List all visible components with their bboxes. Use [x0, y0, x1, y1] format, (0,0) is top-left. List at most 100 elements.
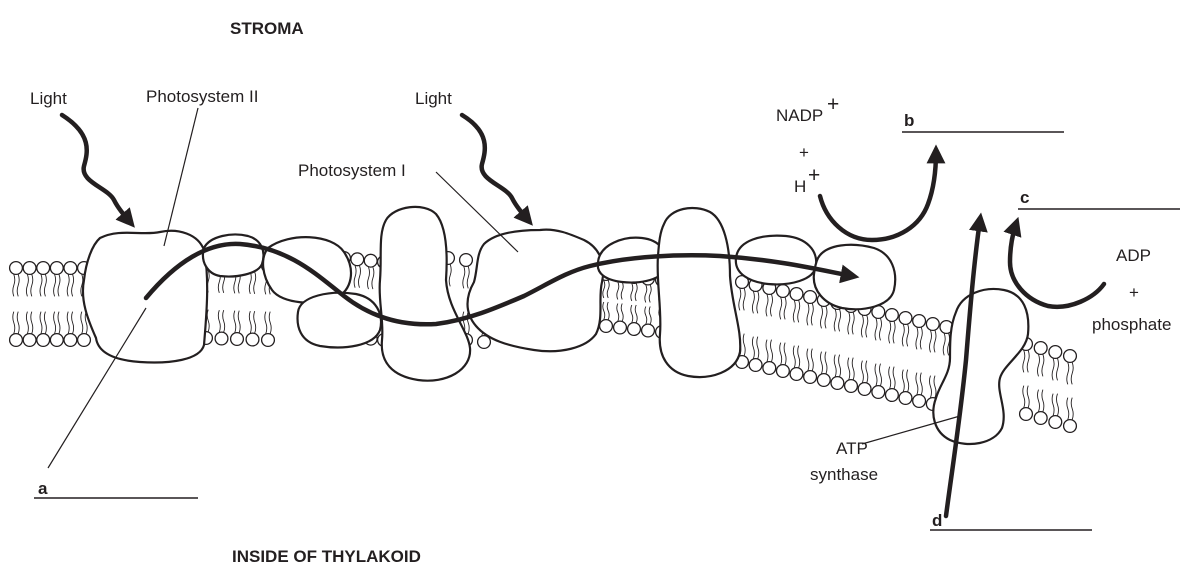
light-arrow-right: [462, 115, 528, 220]
nadp-reductase[interactable]: [658, 208, 741, 377]
lipid-tail: [72, 274, 74, 296]
lipid-head-inner: [804, 371, 817, 384]
lipid-tail: [766, 340, 768, 362]
lipid-tail: [40, 274, 42, 296]
lipid-tail: [1057, 358, 1059, 380]
lipid-tail: [784, 297, 786, 319]
lipid-tail: [1027, 386, 1029, 408]
lipid-tail: [848, 358, 850, 380]
lipid-tail: [821, 306, 823, 328]
plus-sign-2: +: [1129, 283, 1139, 302]
lipid-tail: [269, 312, 271, 334]
lipid-tail: [649, 285, 651, 303]
lipid-head-inner: [37, 334, 50, 347]
lipid-tail: [17, 312, 19, 334]
lipid-head-inner: [78, 334, 91, 347]
lipid-head-inner: [215, 332, 228, 345]
phosphate-label: phosphate: [1092, 315, 1171, 334]
lipid-head-outer: [1049, 346, 1062, 359]
lipid-tail: [621, 304, 623, 322]
cytochrome-complex-tall[interactable]: [380, 207, 471, 381]
lipid-tail: [757, 291, 759, 313]
blank-d-letter: d: [932, 511, 942, 530]
lipid-head-inner: [1064, 420, 1077, 433]
lipid-tail: [930, 376, 932, 398]
lipid-tail: [238, 311, 240, 333]
lipid-tail: [821, 352, 823, 374]
lipid-tail: [1067, 398, 1069, 420]
lipid-tail: [780, 297, 782, 319]
lipid-tail: [943, 333, 945, 355]
lipid-tail: [249, 311, 251, 333]
lipid-tail: [72, 312, 74, 334]
stroma-label: STROMA: [230, 19, 304, 38]
lipid-head-outer: [37, 262, 50, 275]
lipid-tail: [1071, 362, 1073, 384]
lipid-tail: [631, 305, 633, 323]
lipid-tail: [26, 312, 28, 334]
lipid-head-outer: [886, 309, 899, 322]
lipid-tail: [920, 327, 922, 349]
lipid-tail: [866, 315, 868, 337]
lipid-head-inner: [845, 380, 858, 393]
plastocyanin[interactable]: [298, 293, 381, 348]
lipid-tail: [467, 266, 469, 288]
light-arrow-left: [62, 115, 130, 222]
nadp-reductase-enzyme[interactable]: [814, 245, 895, 309]
atp-formation-arrow: [1010, 224, 1104, 307]
cytochrome-complex-upper[interactable]: [203, 235, 264, 277]
lipid-tail: [825, 306, 827, 328]
lipid-tail: [223, 310, 225, 332]
lipid-tail: [207, 310, 209, 332]
lipid-tail: [218, 310, 220, 332]
lipid-head-outer: [804, 291, 817, 304]
photosystem-ii-leader: [164, 108, 198, 246]
lipid-tail: [889, 321, 891, 343]
nadp-superscript: +: [827, 93, 839, 116]
lipid-head-inner: [64, 334, 77, 347]
lipid-head-inner: [777, 365, 790, 378]
lipid-tail: [1038, 354, 1040, 376]
light-label-left: Light: [30, 89, 67, 108]
lipid-tail: [934, 376, 936, 398]
lipid-tail: [54, 274, 56, 296]
lipid-head-outer: [460, 254, 473, 267]
lipid-tail: [368, 267, 370, 289]
lipid-tail: [752, 291, 754, 313]
lipid-head-inner: [886, 389, 899, 402]
lipid-tail: [743, 288, 745, 310]
lipid-tail: [902, 324, 904, 346]
lipid-tail: [359, 266, 361, 288]
atp-synthase-complex[interactable]: [933, 289, 1028, 444]
lipid-tail: [13, 312, 15, 334]
lipid-tail: [834, 309, 836, 331]
lipid-head-outer: [10, 262, 23, 275]
lipid-head-outer: [64, 262, 77, 275]
lipid-tail: [249, 272, 251, 294]
lipid-tail: [834, 355, 836, 377]
photosystem-ii-label: Photosystem II: [146, 87, 258, 106]
lipid-tail: [26, 274, 28, 296]
lipid-tail: [875, 318, 877, 340]
lipid-tail: [649, 307, 651, 325]
lipid-tail: [607, 302, 609, 320]
lipid-tail: [1067, 362, 1069, 384]
lipid-tail: [1023, 386, 1025, 408]
lipid-tail: [617, 282, 619, 300]
lipid-head-inner: [642, 324, 655, 337]
lipid-tail: [621, 282, 623, 300]
lipid-tail: [861, 315, 863, 337]
lipid-head-outer: [1034, 342, 1047, 355]
lipid-tail: [1023, 350, 1025, 372]
lipid-tail: [866, 361, 868, 383]
lipid-tail: [798, 300, 800, 322]
lipid-head-inner: [23, 334, 36, 347]
lipid-tail: [645, 285, 647, 303]
lipid-tail: [254, 311, 256, 333]
lipid-head-inner: [1034, 412, 1047, 425]
h-superscript: +: [808, 164, 820, 187]
lipid-tail: [1038, 390, 1040, 412]
blank-a-letter: a: [38, 479, 48, 498]
atp-synthase-label-line1: ATP: [836, 439, 868, 458]
lipid-tail: [635, 283, 637, 301]
